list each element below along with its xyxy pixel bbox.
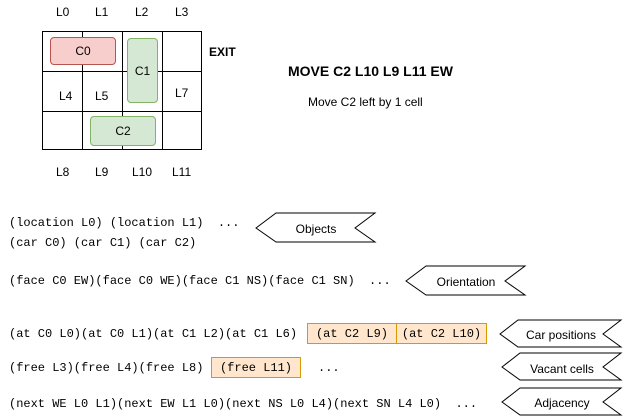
grid-label-l8: L8 bbox=[56, 165, 70, 179]
orientation-line: (face C0 EW)(face C0 WE)(face C1 NS)(fac… bbox=[9, 274, 391, 288]
objects-line-2: (car C0) (car C1) (car C2) bbox=[9, 236, 197, 250]
objects-line-1: (location L0) (location L1) ... bbox=[9, 216, 240, 230]
orientation-tag-label: Orientation bbox=[436, 275, 496, 289]
vacant-line: (free L3)(free L4)(free L8) bbox=[9, 361, 204, 375]
grid-divider bbox=[122, 32, 123, 149]
objects-tag-shape bbox=[255, 212, 377, 243]
orientation-tag-shape bbox=[405, 265, 527, 296]
grid-label-l3: L3 bbox=[175, 5, 189, 19]
position-c2-l9-highlight: (at C2 L9) bbox=[307, 323, 397, 344]
vacant-l11-highlight: (free L11) bbox=[211, 357, 301, 378]
position-c2-l10-highlight: (at C2 L10) bbox=[396, 323, 487, 344]
vacant-l11-text: (free L11) bbox=[219, 360, 292, 375]
positions-line: (at C0 L0)(at C0 L1)(at C1 L2)(at C1 L6) bbox=[9, 327, 298, 341]
car-positions-tag-label: Car positions bbox=[525, 328, 597, 342]
parking-grid bbox=[42, 31, 202, 150]
grid-label-l5: L5 bbox=[95, 89, 109, 103]
grid-divider bbox=[82, 32, 83, 149]
car-c0: C0 bbox=[50, 37, 116, 65]
grid-divider bbox=[162, 32, 163, 149]
position-c2-l10-text: (at C2 L10) bbox=[401, 326, 482, 341]
adjacency-tag-label: Adjacency bbox=[534, 396, 590, 410]
car-c2-label: C2 bbox=[115, 124, 131, 138]
grid-label-l9: L9 bbox=[95, 165, 109, 179]
grid-label-l1: L1 bbox=[95, 5, 109, 19]
adjacency-line: (next WE L0 L1)(next EW L1 L0)(next NS L… bbox=[9, 397, 478, 411]
car-c0-label: C0 bbox=[75, 44, 91, 58]
adjacency-tag-shape bbox=[501, 387, 623, 416]
position-c2-l9-text: (at C2 L9) bbox=[315, 326, 388, 341]
vacant-cells-tag-label: Vacant cells bbox=[530, 362, 594, 376]
grid-label-l2: L2 bbox=[135, 5, 149, 19]
car-c1: C1 bbox=[127, 38, 158, 103]
car-c1-label: C1 bbox=[134, 63, 151, 78]
car-c2: C2 bbox=[90, 116, 156, 146]
vacant-cells-tag-shape bbox=[501, 352, 623, 381]
grid-label-l7: L7 bbox=[175, 86, 189, 100]
grid-label-l4: L4 bbox=[59, 89, 73, 103]
exit-label: EXIT bbox=[209, 45, 236, 59]
vacant-ellipsis: ... bbox=[318, 361, 340, 375]
objects-tag-label: Objects bbox=[295, 222, 337, 236]
grid-label-l10: L10 bbox=[132, 165, 153, 179]
grid-divider bbox=[43, 111, 201, 112]
move-subtitle: Move C2 left by 1 cell bbox=[308, 95, 423, 109]
grid-label-l0: L0 bbox=[56, 5, 70, 19]
car-positions-tag-shape bbox=[499, 319, 623, 348]
grid-divider bbox=[43, 71, 201, 72]
grid-label-l11: L11 bbox=[172, 165, 192, 179]
move-title: MOVE C2 L10 L9 L11 EW bbox=[288, 63, 453, 79]
